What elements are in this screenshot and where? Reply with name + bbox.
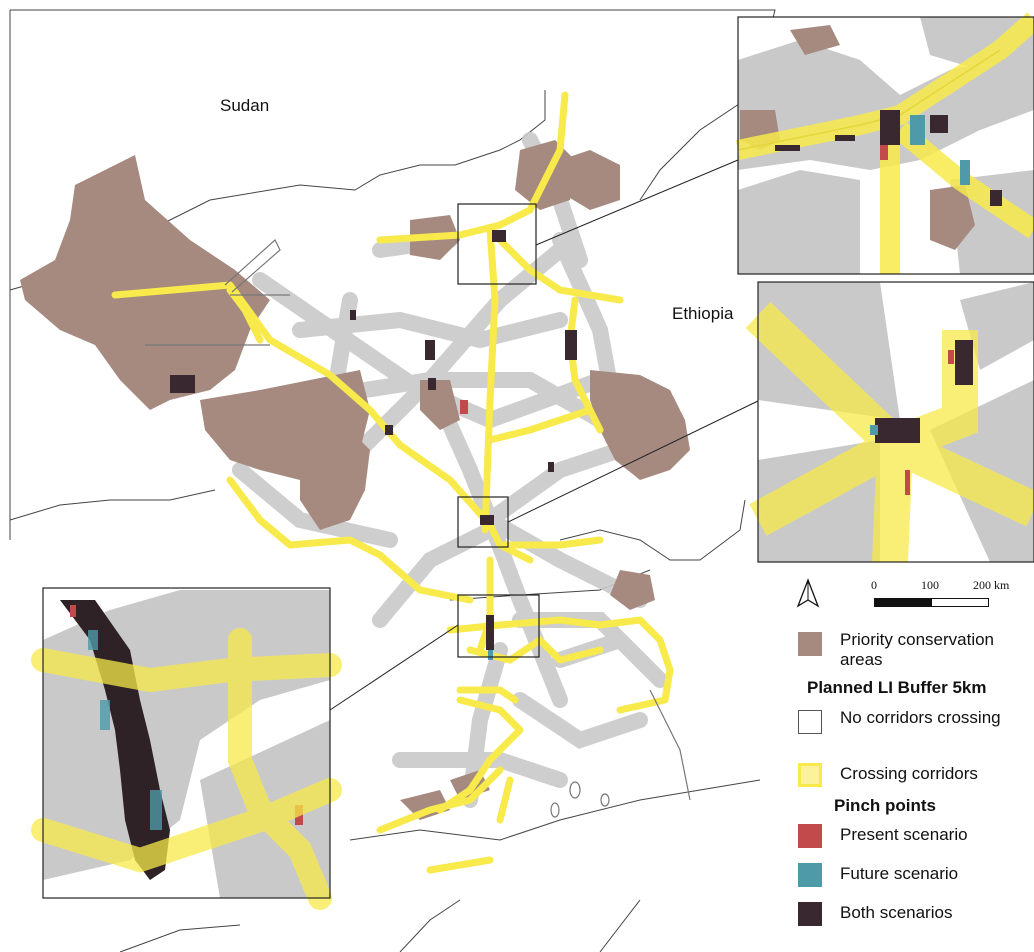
swatch-both <box>798 902 822 926</box>
legend-label-crossing: Crossing corridors <box>840 764 978 783</box>
legend-label-priority: Priority conservation areas <box>840 630 995 669</box>
legend-heading-planned: Planned LI Buffer 5km <box>807 678 987 697</box>
legend-item-priority: Priority conservation areas <box>798 630 1034 670</box>
scale-label-200: 200 km <box>973 578 1010 592</box>
label-sudan: Sudan <box>220 96 270 115</box>
swatch-present <box>798 824 822 848</box>
swatch-crossing <box>798 763 822 787</box>
legend-label-present: Present scenario <box>840 825 968 844</box>
legend-item-future: Future scenario <box>798 861 1034 887</box>
label-ethiopia: Ethiopia <box>672 304 734 323</box>
legend-label-no-corridors: No corridors crossing <box>840 708 1001 727</box>
scale-label-100: 100 <box>921 578 939 592</box>
scalebar <box>874 598 989 607</box>
leader-lines <box>329 159 761 711</box>
legend-heading-pinch: Pinch points <box>834 796 936 815</box>
legend-item-both: Both scenarios <box>798 900 1034 926</box>
legend-item-no-corridors: No corridors crossing <box>798 708 1034 734</box>
pinch-points-main <box>170 230 577 660</box>
north-arrow-icon <box>796 578 820 608</box>
legend: 0 100 200 km Priority conservation areas… <box>774 566 1034 952</box>
swatch-no-corridors <box>798 710 822 734</box>
scale-label-0: 0 <box>871 578 877 592</box>
legend-item-crossing: Crossing corridors <box>798 761 1034 787</box>
swatch-future <box>798 863 822 887</box>
legend-label-both: Both scenarios <box>840 903 953 922</box>
inset-bottom <box>31 587 342 910</box>
legend-item-present: Present scenario <box>798 822 1034 848</box>
swatch-priority <box>798 632 822 656</box>
legend-label-future: Future scenario <box>840 864 959 883</box>
no-corridor-buffers <box>145 239 691 818</box>
inset-middle <box>745 281 1034 563</box>
inset-top <box>735 12 1034 275</box>
